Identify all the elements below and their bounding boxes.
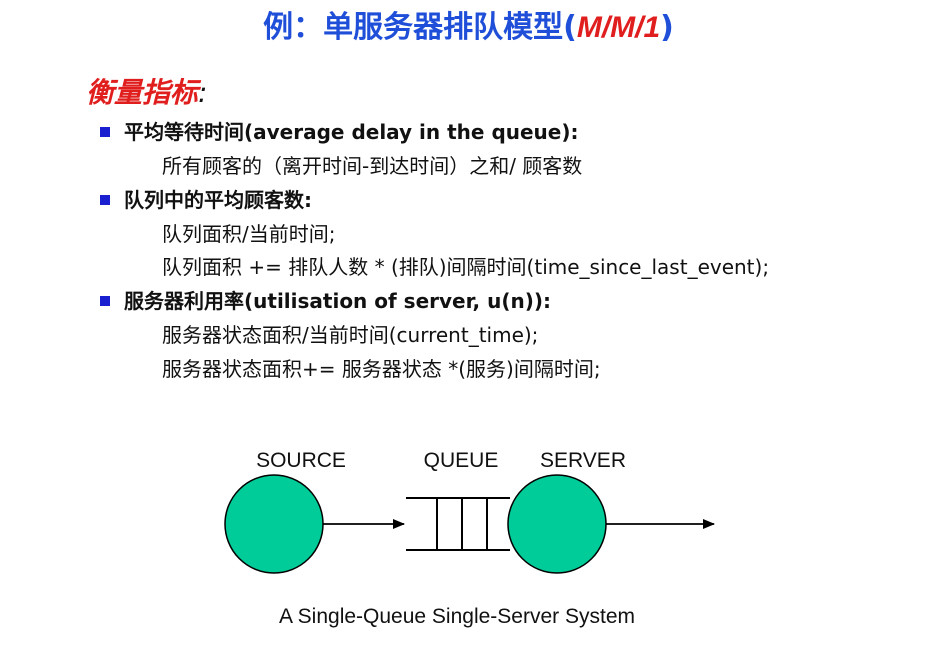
- bullet-square-icon: [100, 127, 110, 137]
- metric-detail: 服务器状态面积/当前时间(current_time);: [162, 323, 539, 347]
- diagram-caption: A Single-Queue Single-Server System: [279, 605, 635, 628]
- title-suffix: ): [660, 10, 674, 45]
- server-node: [507, 474, 607, 574]
- source-node: [224, 474, 324, 574]
- metric-label: 服务器利用率(utilisation of server, u(n)):: [124, 289, 551, 313]
- metric-detail: 队列面积 += 排队人数 * (排队)间隔时间(time_since_last_…: [162, 255, 770, 279]
- source-label: SOURCE: [256, 449, 346, 472]
- bullet-square-icon: [100, 195, 110, 205]
- metric-detail: 所有顾客的（离开时间-到达时间）之和/ 顾客数: [162, 154, 583, 178]
- title-model: M/M/1: [576, 11, 661, 44]
- metric-item: 服务器利用率(utilisation of server, u(n)):: [100, 287, 551, 315]
- section-heading: 衡量指标:: [86, 74, 207, 112]
- section-heading-colon: :: [198, 76, 208, 109]
- metric-label: 平均等待时间(average delay in the queue):: [124, 120, 579, 144]
- bullet-square-icon: [100, 296, 110, 306]
- page-title: 例：单服务器排队模型(M/M/1): [0, 8, 937, 48]
- metric-detail: 服务器状态面积+= 服务器状态 *(服务)间隔时间;: [162, 357, 601, 381]
- section-heading-text: 衡量指标: [86, 76, 199, 109]
- metric-label: 队列中的平均顾客数:: [124, 188, 312, 212]
- metric-detail: 队列面积/当前时间;: [162, 222, 336, 246]
- queue-label: QUEUE: [424, 449, 499, 472]
- title-text: 例：单服务器排队模型(: [263, 10, 577, 45]
- metric-item: 队列中的平均顾客数:: [100, 186, 312, 214]
- metric-item: 平均等待时间(average delay in the queue):: [100, 118, 579, 146]
- server-label: SERVER: [540, 449, 626, 472]
